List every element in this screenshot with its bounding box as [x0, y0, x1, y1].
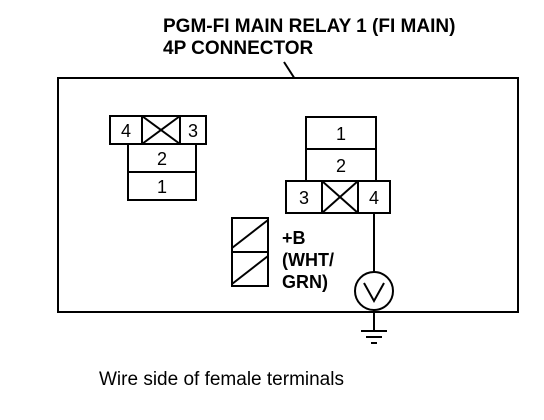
right-connector: 1 2 3 4 — [285, 116, 391, 214]
left-terminal-4: 4 — [121, 121, 131, 141]
diagram-title-line-2: 4P CONNECTOR — [163, 38, 314, 59]
ground-icon — [361, 330, 387, 344]
wire-label-line-1: +B — [282, 228, 306, 248]
left-connector: 4 3 2 1 — [109, 115, 207, 201]
right-terminal-1: 1 — [336, 124, 346, 144]
blank-cavity-icon — [321, 180, 359, 214]
left-terminal-3: 3 — [188, 121, 198, 141]
diagram-title-line-1: PGM-FI MAIN RELAY 1 (FI MAIN) — [163, 16, 455, 37]
wire-label-line-2: (WHT/ — [282, 250, 334, 270]
diagram-caption: Wire side of female terminals — [99, 369, 344, 390]
left-terminal-1: 1 — [157, 177, 167, 197]
wire-label-line-3: GRN) — [282, 272, 328, 292]
right-terminal-4: 4 — [369, 188, 379, 208]
right-terminal-3: 3 — [299, 188, 309, 208]
blank-cavity-icon — [141, 115, 181, 145]
left-terminal-2: 2 — [157, 149, 167, 169]
wire-color-symbol — [231, 217, 269, 287]
right-terminal-2: 2 — [336, 156, 346, 176]
voltmeter-icon — [354, 271, 394, 311]
